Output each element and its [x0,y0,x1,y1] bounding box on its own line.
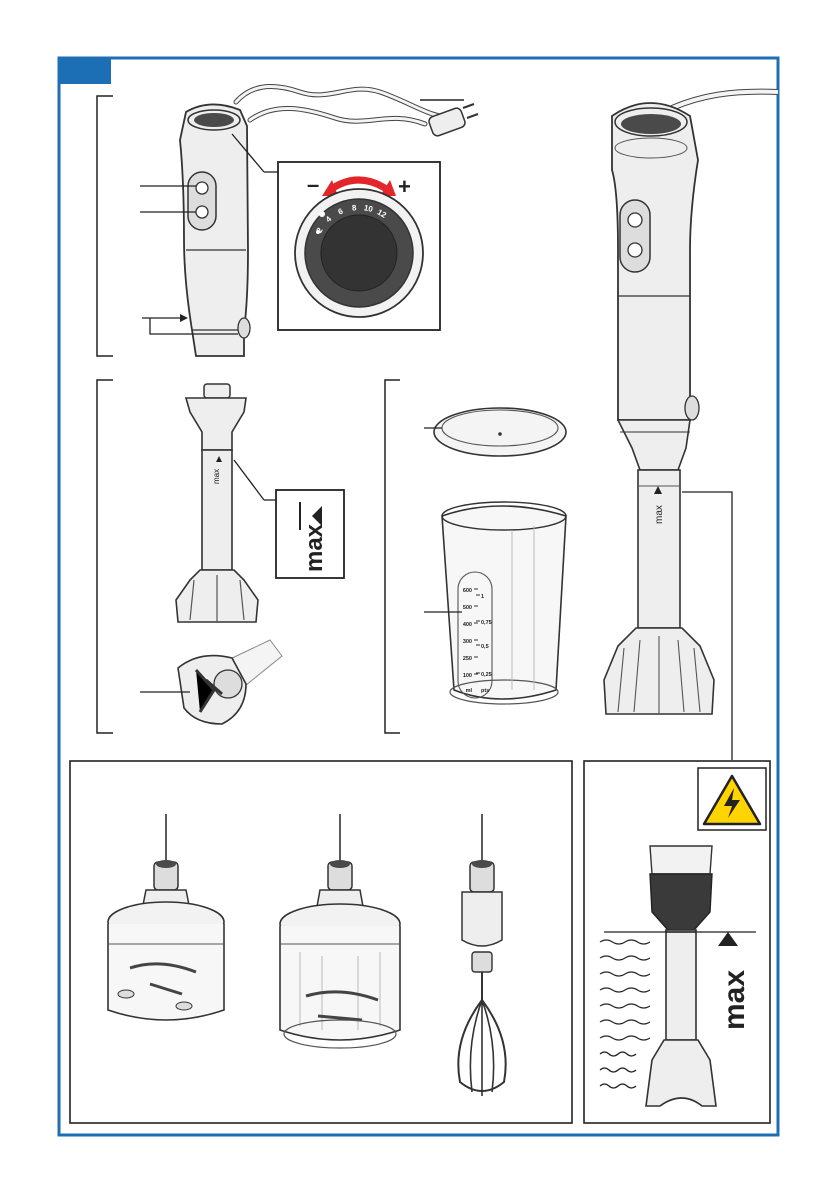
whisk-figure [457,814,507,1096]
max-inset [275,489,345,579]
wave-line [599,1083,637,1089]
dial-speed-4: 4 [324,214,334,224]
page-tab [59,58,111,84]
cup-ml-mark: 300 [463,639,472,645]
wave-line [599,939,651,945]
dial-plus: + [398,174,411,199]
warning-electric-icon [697,767,767,831]
cup-ml-mark: 600 [463,588,472,594]
wave-line [599,1003,651,1009]
measuring-beaker [441,505,567,700]
cup-pt-mark: 1 [481,594,484,600]
cup-ml-mark: 250 [463,656,472,662]
cup-ml-mark: 500 [463,605,472,611]
release-button-icon [237,317,251,339]
wave-line [599,1019,651,1025]
dial-speed-6: 6 [337,206,345,216]
max-inset-label: max [301,523,328,572]
wave-line [599,971,651,977]
dial-speed-8: 8 [352,203,358,212]
blending-shaft-figure: max max [96,379,345,734]
immersion-max-label: max [718,970,751,1030]
assembled-blender-figure: max [603,88,779,760]
small-chopper-figure [107,814,225,1021]
shaft-max-label: max [212,469,221,484]
wave-line [599,1067,637,1073]
wave-line [599,1035,651,1041]
beaker-lid [433,407,567,457]
cup-ml-mark: 100 [463,673,472,679]
max-arrow-icon [312,506,322,526]
speed-arrow-icon [327,176,390,193]
cup-ml-unit: ml [466,688,473,694]
attachments-panel [69,760,573,1124]
water-waves-icon [599,939,651,1089]
button-i-icon [195,181,209,195]
cup-pt-mark: 0,75 [481,620,492,626]
wave-line [599,987,651,993]
immersion-panel [583,760,771,1124]
cup-pt-unit: pts [481,688,489,694]
wave-line [599,955,651,961]
button-turbo-icon [195,205,209,219]
dial-minus: – [307,172,319,197]
cup-ml-mark: 400 [463,622,472,628]
immersion-blender-shaft [645,845,717,1107]
dial-speed-2: 2 [315,226,325,235]
power-plug-icon [428,103,479,137]
beaker-figure: 600 500 400 300 250 100 1 0,75 0,5 0,25 ml pts [384,379,567,734]
large-chopper-figure [279,814,401,1049]
button-turbo-icon-2 [627,242,643,258]
button-i-icon-2 [627,212,643,228]
page-frame [57,56,780,1137]
cup-pt-mark: 0,25 [481,672,492,678]
wave-line [599,1051,637,1057]
immersion-max-arrow-icon [718,932,738,946]
dial-speed-10: 10 [363,203,374,214]
right-max-label: max [654,505,665,524]
cup-pt-mark: 0,5 [481,644,489,650]
